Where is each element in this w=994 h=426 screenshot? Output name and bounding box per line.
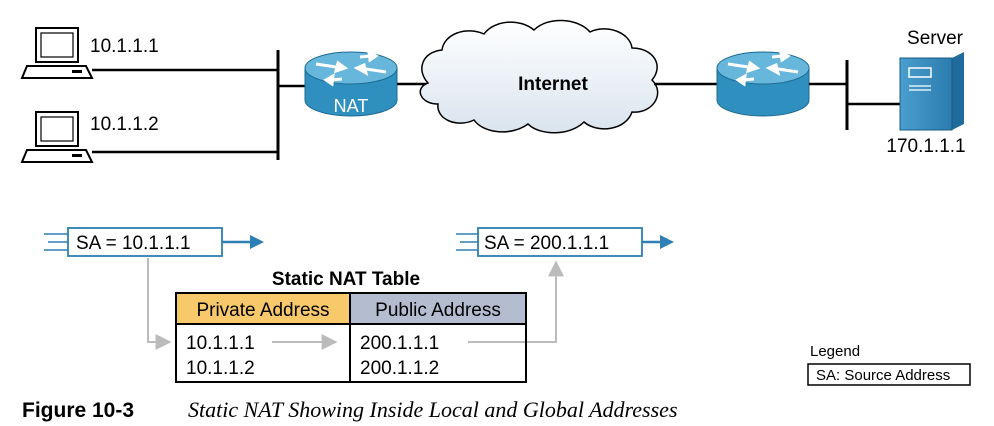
host-2-ip: 10.1.1.2	[90, 114, 159, 135]
remote-router	[716, 49, 810, 117]
column-header-public: Public Address	[375, 300, 501, 321]
table-cell-public-1: 200.1.1.1	[360, 333, 439, 354]
cloud-label: Internet	[518, 74, 588, 95]
packet-before-nat: SA = 10.1.1.1	[44, 227, 264, 257]
computer-icon	[20, 111, 94, 163]
pc-1: 10.1.1.1	[20, 27, 159, 79]
cloud-icon	[419, 19, 659, 134]
internet-cloud: Internet	[419, 19, 659, 134]
router-icon	[304, 49, 398, 117]
arrow-right-icon	[660, 235, 674, 249]
legend-title: Legend	[810, 343, 860, 360]
private-header-cell	[176, 293, 350, 324]
pc-2: 10.1.1.2	[20, 111, 159, 163]
translation-flow	[147, 258, 564, 350]
server-icon	[899, 52, 964, 131]
legend: Legend SA: Source Address	[807, 343, 971, 386]
caption-number: Figure 10-3	[22, 399, 134, 422]
public-header-cell	[350, 293, 526, 324]
server: Server 170.1.1.1	[886, 28, 965, 157]
figure-caption: Figure 10-3 Static NAT Showing Inside Lo…	[22, 397, 678, 422]
table-cell-private-2: 10.1.1.2	[186, 358, 255, 379]
legend-item: SA: Source Address	[816, 367, 950, 384]
server-ip: 170.1.1.1	[886, 136, 965, 157]
column-header-private: Private Address	[196, 300, 329, 321]
static-nat-table: Static NAT Table Private Address Public …	[175, 269, 527, 383]
router-icon	[716, 49, 810, 117]
arrow-right-icon	[250, 235, 264, 249]
nat-table-title: Static NAT Table	[272, 269, 420, 290]
packet-after-label: SA = 200.1.1.1	[484, 233, 609, 254]
legend-box	[807, 363, 971, 386]
nat-router-label: NAT	[334, 96, 369, 116]
computer-icon	[20, 27, 94, 79]
host-1-ip: 10.1.1.1	[90, 36, 159, 57]
packet-after-nat: SA = 200.1.1.1	[456, 227, 674, 257]
server-label: Server	[907, 28, 964, 49]
packet-before-label: SA = 10.1.1.1	[76, 233, 191, 254]
table-cell-public-2: 200.1.1.2	[360, 358, 439, 379]
nat-router: NAT	[304, 49, 398, 117]
caption-title: Static NAT Showing Inside Local and Glob…	[188, 397, 678, 422]
table-cell-private-1: 10.1.1.1	[186, 333, 255, 354]
